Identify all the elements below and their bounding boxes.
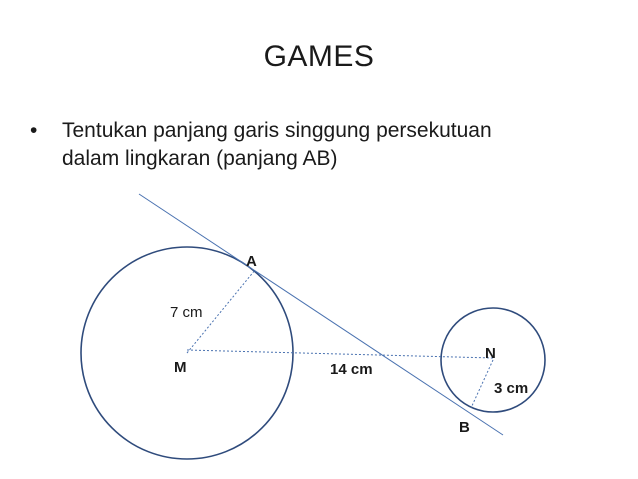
bullet-line-1: Tentukan panjang garis singgung persekut… — [62, 119, 492, 142]
label-center-m: M — [174, 359, 187, 376]
bullet-symbol: • — [30, 119, 38, 142]
tangent-line — [138, 193, 504, 436]
radius-nb — [470, 359, 494, 409]
label-radius-m: 7 cm — [170, 304, 203, 321]
label-center-n: N — [485, 345, 496, 362]
bullet-line-2: dalam lingkaran (panjang AB) — [62, 147, 338, 170]
label-radius-n: 3 cm — [494, 380, 528, 397]
label-point-a: A — [246, 253, 257, 270]
circle-m — [80, 246, 294, 460]
center-line-mn — [186, 349, 494, 359]
bullet-text: Tentukan panjang garis singgung persekut… — [62, 117, 622, 173]
circle-n — [440, 307, 546, 413]
slide-title: GAMES — [263, 40, 375, 73]
label-distance-mn: 14 cm — [330, 361, 373, 378]
radius-ma — [186, 269, 256, 354]
label-point-b: B — [459, 419, 470, 436]
